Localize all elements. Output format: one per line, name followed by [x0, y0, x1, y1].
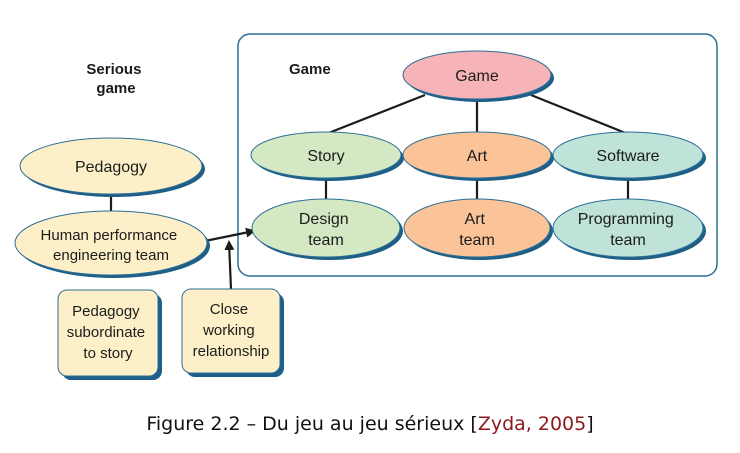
node-programming-team: Programming team: [552, 198, 706, 260]
node-pedagogy: Pedagogy: [19, 137, 205, 197]
arrow-close-working: [224, 240, 235, 290]
svg-text:Art: Art: [467, 148, 488, 165]
svg-text:Software: Software: [596, 148, 659, 165]
node-software: Software: [552, 131, 706, 181]
double-arrow-hpe-design: [191, 227, 256, 249]
note-close-working-relationship: Close working relationship: [181, 288, 284, 377]
svg-text:Pedagogy subordinate: Pedagogy subordinate to story: [67, 303, 150, 362]
svg-text:Design team: Design team: [299, 211, 353, 249]
game-section-title: Game: [289, 61, 331, 78]
svg-text:Game: Game: [455, 68, 499, 85]
node-art-team: Art team: [403, 198, 553, 260]
connector-game-software: [530, 93, 629, 136]
svg-text:Human performance engi: Human performance engineering team: [41, 227, 182, 264]
node-game: Game: [402, 50, 554, 102]
svg-text:Pedagogy: Pedagogy: [75, 159, 147, 176]
svg-text:Art team: Art team: [459, 211, 495, 249]
serious-game-title: Serious game: [86, 61, 145, 97]
serious-game-diagram: Serious game Game Pedagogy Human pe: [14, 33, 718, 380]
figure-caption: Figure 2.2 – Du jeu au jeu sérieux [Zyda…: [0, 413, 740, 435]
note-pedagogy-subordinate: Pedagogy subordinate to story: [57, 289, 162, 380]
caption-end: ]: [586, 413, 594, 435]
node-design-team: Design team: [251, 198, 403, 260]
node-story: Story: [250, 131, 404, 181]
svg-text:Story: Story: [307, 148, 344, 165]
svg-text:Programming team: Programming team: [578, 211, 678, 249]
caption-citation-link[interactable]: Zyda, 2005: [477, 413, 587, 435]
caption-text: Figure 2.2 – Du jeu au jeu sérieux [: [146, 413, 478, 435]
svg-text:Close working: Close working relationship: [193, 301, 270, 360]
connector-game-story: [325, 93, 426, 136]
node-human-performance-engineering-team: Human performance engineering team: [14, 210, 210, 278]
game-frame: [237, 33, 718, 277]
node-art: Art: [402, 131, 554, 181]
